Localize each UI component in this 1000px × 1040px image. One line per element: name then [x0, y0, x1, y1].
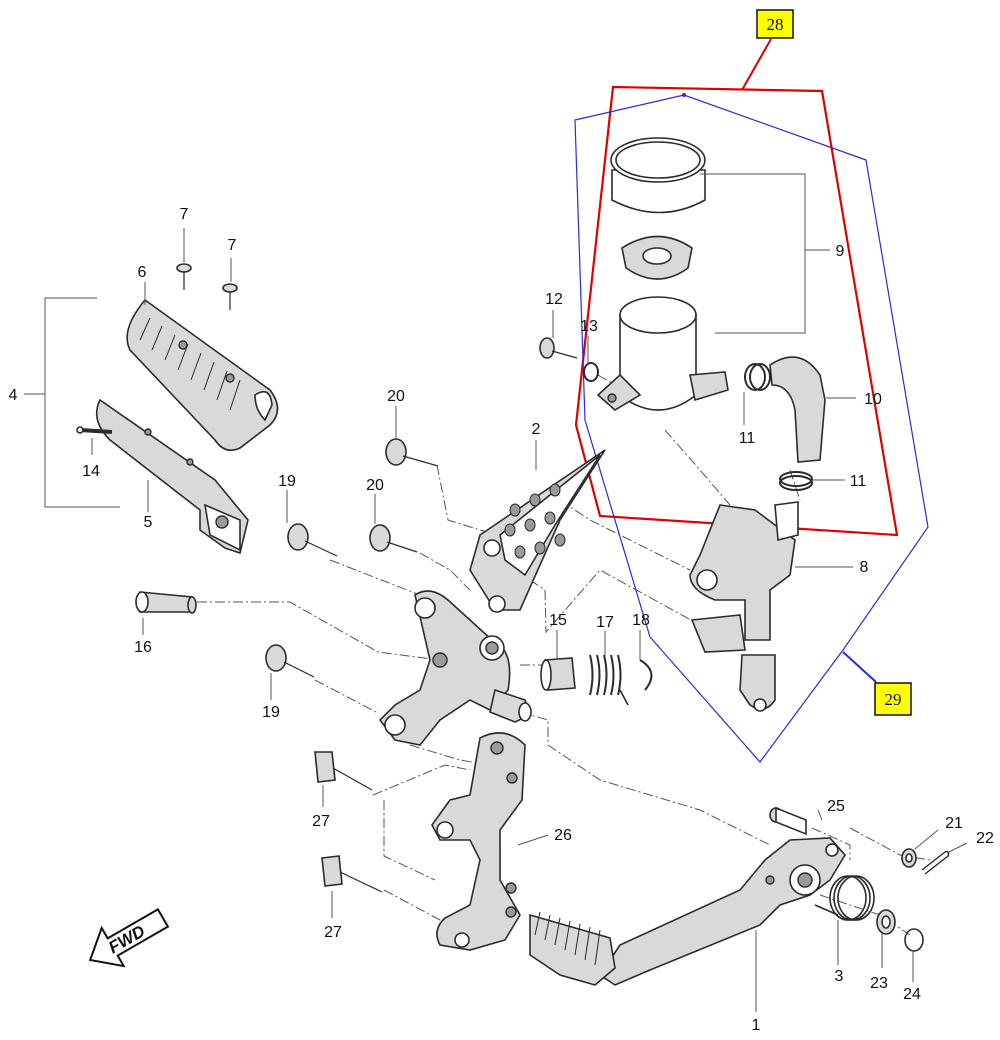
- bolt-27b: [321, 855, 383, 893]
- part-label-17: 17: [596, 614, 614, 631]
- svg-text:28: 28: [767, 15, 784, 34]
- washer-21: [901, 848, 917, 868]
- bolt-19b: [265, 644, 315, 678]
- part-label-14: 14: [82, 463, 100, 480]
- part-label-19b: 19: [262, 704, 280, 721]
- circlip-24: [904, 928, 924, 952]
- part-number-labels: 1 2 3 4 5 6 7 7 8 9 10 11 11 12 13 14 15…: [9, 206, 994, 1034]
- hanger-plate: [431, 732, 526, 951]
- footpeg-rubber: [126, 298, 279, 451]
- pivot-pin-16: [135, 591, 197, 614]
- part-label-24: 24: [903, 986, 921, 1003]
- screw-7a: [176, 263, 192, 290]
- bolt-12: [539, 337, 578, 359]
- washer-23: [876, 909, 896, 935]
- part-label-25: 25: [827, 798, 845, 815]
- clamp-11a: [744, 363, 771, 391]
- bolt-20a: [385, 438, 439, 467]
- label-box-29[interactable]: 29: [874, 682, 912, 716]
- clevis-pin-25: [769, 806, 807, 836]
- box-28-leader: [741, 38, 772, 91]
- rearset-bracket: [378, 590, 532, 746]
- master-cylinder: [689, 501, 799, 712]
- part-label-10: 10: [864, 391, 882, 408]
- svg-text:29: 29: [885, 690, 902, 709]
- spring-17: [589, 654, 629, 706]
- part-label-23: 23: [870, 975, 888, 992]
- pin-14: [76, 426, 113, 434]
- group-29-outline: [574, 94, 929, 763]
- part-label-7b: 7: [228, 237, 237, 254]
- part-label-8: 8: [860, 559, 869, 576]
- part-label-3: 3: [835, 968, 844, 985]
- part-label-9: 9: [836, 243, 845, 260]
- part-label-27a: 27: [312, 813, 330, 830]
- return-spring: [814, 875, 875, 921]
- clamp-11b: [779, 471, 813, 491]
- hose-10: [769, 356, 826, 463]
- collar-15: [540, 657, 576, 691]
- cotter-pin-22: [921, 850, 950, 875]
- part-label-18: 18: [632, 612, 650, 629]
- o-ring-13: [583, 362, 599, 382]
- part-label-22: 22: [976, 830, 994, 847]
- part-label-20b: 20: [366, 477, 384, 494]
- heel-guard: [469, 449, 606, 613]
- bolt-20b: [369, 524, 418, 553]
- footpeg: [95, 398, 249, 555]
- part-label-19a: 19: [278, 473, 296, 490]
- clip-18: [639, 659, 653, 691]
- part-label-16: 16: [134, 639, 152, 656]
- part-label-4: 4: [9, 387, 18, 404]
- fwd-arrow: FWD: [88, 907, 170, 968]
- brake-pedal: [529, 837, 846, 986]
- part-label-5: 5: [144, 514, 153, 531]
- part-label-20a: 20: [387, 388, 405, 405]
- part-label-13: 13: [580, 318, 598, 335]
- part-label-12: 12: [545, 291, 563, 308]
- part-label-11b: 11: [850, 473, 867, 490]
- part-label-15: 15: [549, 612, 567, 629]
- part-label-27b: 27: [324, 924, 342, 941]
- part-label-1: 1: [752, 1017, 761, 1034]
- part-label-6: 6: [138, 264, 147, 281]
- screw-7b: [222, 283, 238, 310]
- box-29-leader: [842, 651, 877, 683]
- bolt-27a: [314, 751, 373, 791]
- part-label-11a: 11: [739, 430, 756, 447]
- reservoir: [596, 137, 729, 411]
- part-label-2: 2: [532, 421, 541, 438]
- label-box-28[interactable]: 28: [756, 9, 794, 39]
- bolt-19a: [287, 523, 338, 557]
- part-label-7a: 7: [180, 206, 189, 223]
- part-label-21: 21: [945, 815, 963, 832]
- part-label-26: 26: [554, 827, 572, 844]
